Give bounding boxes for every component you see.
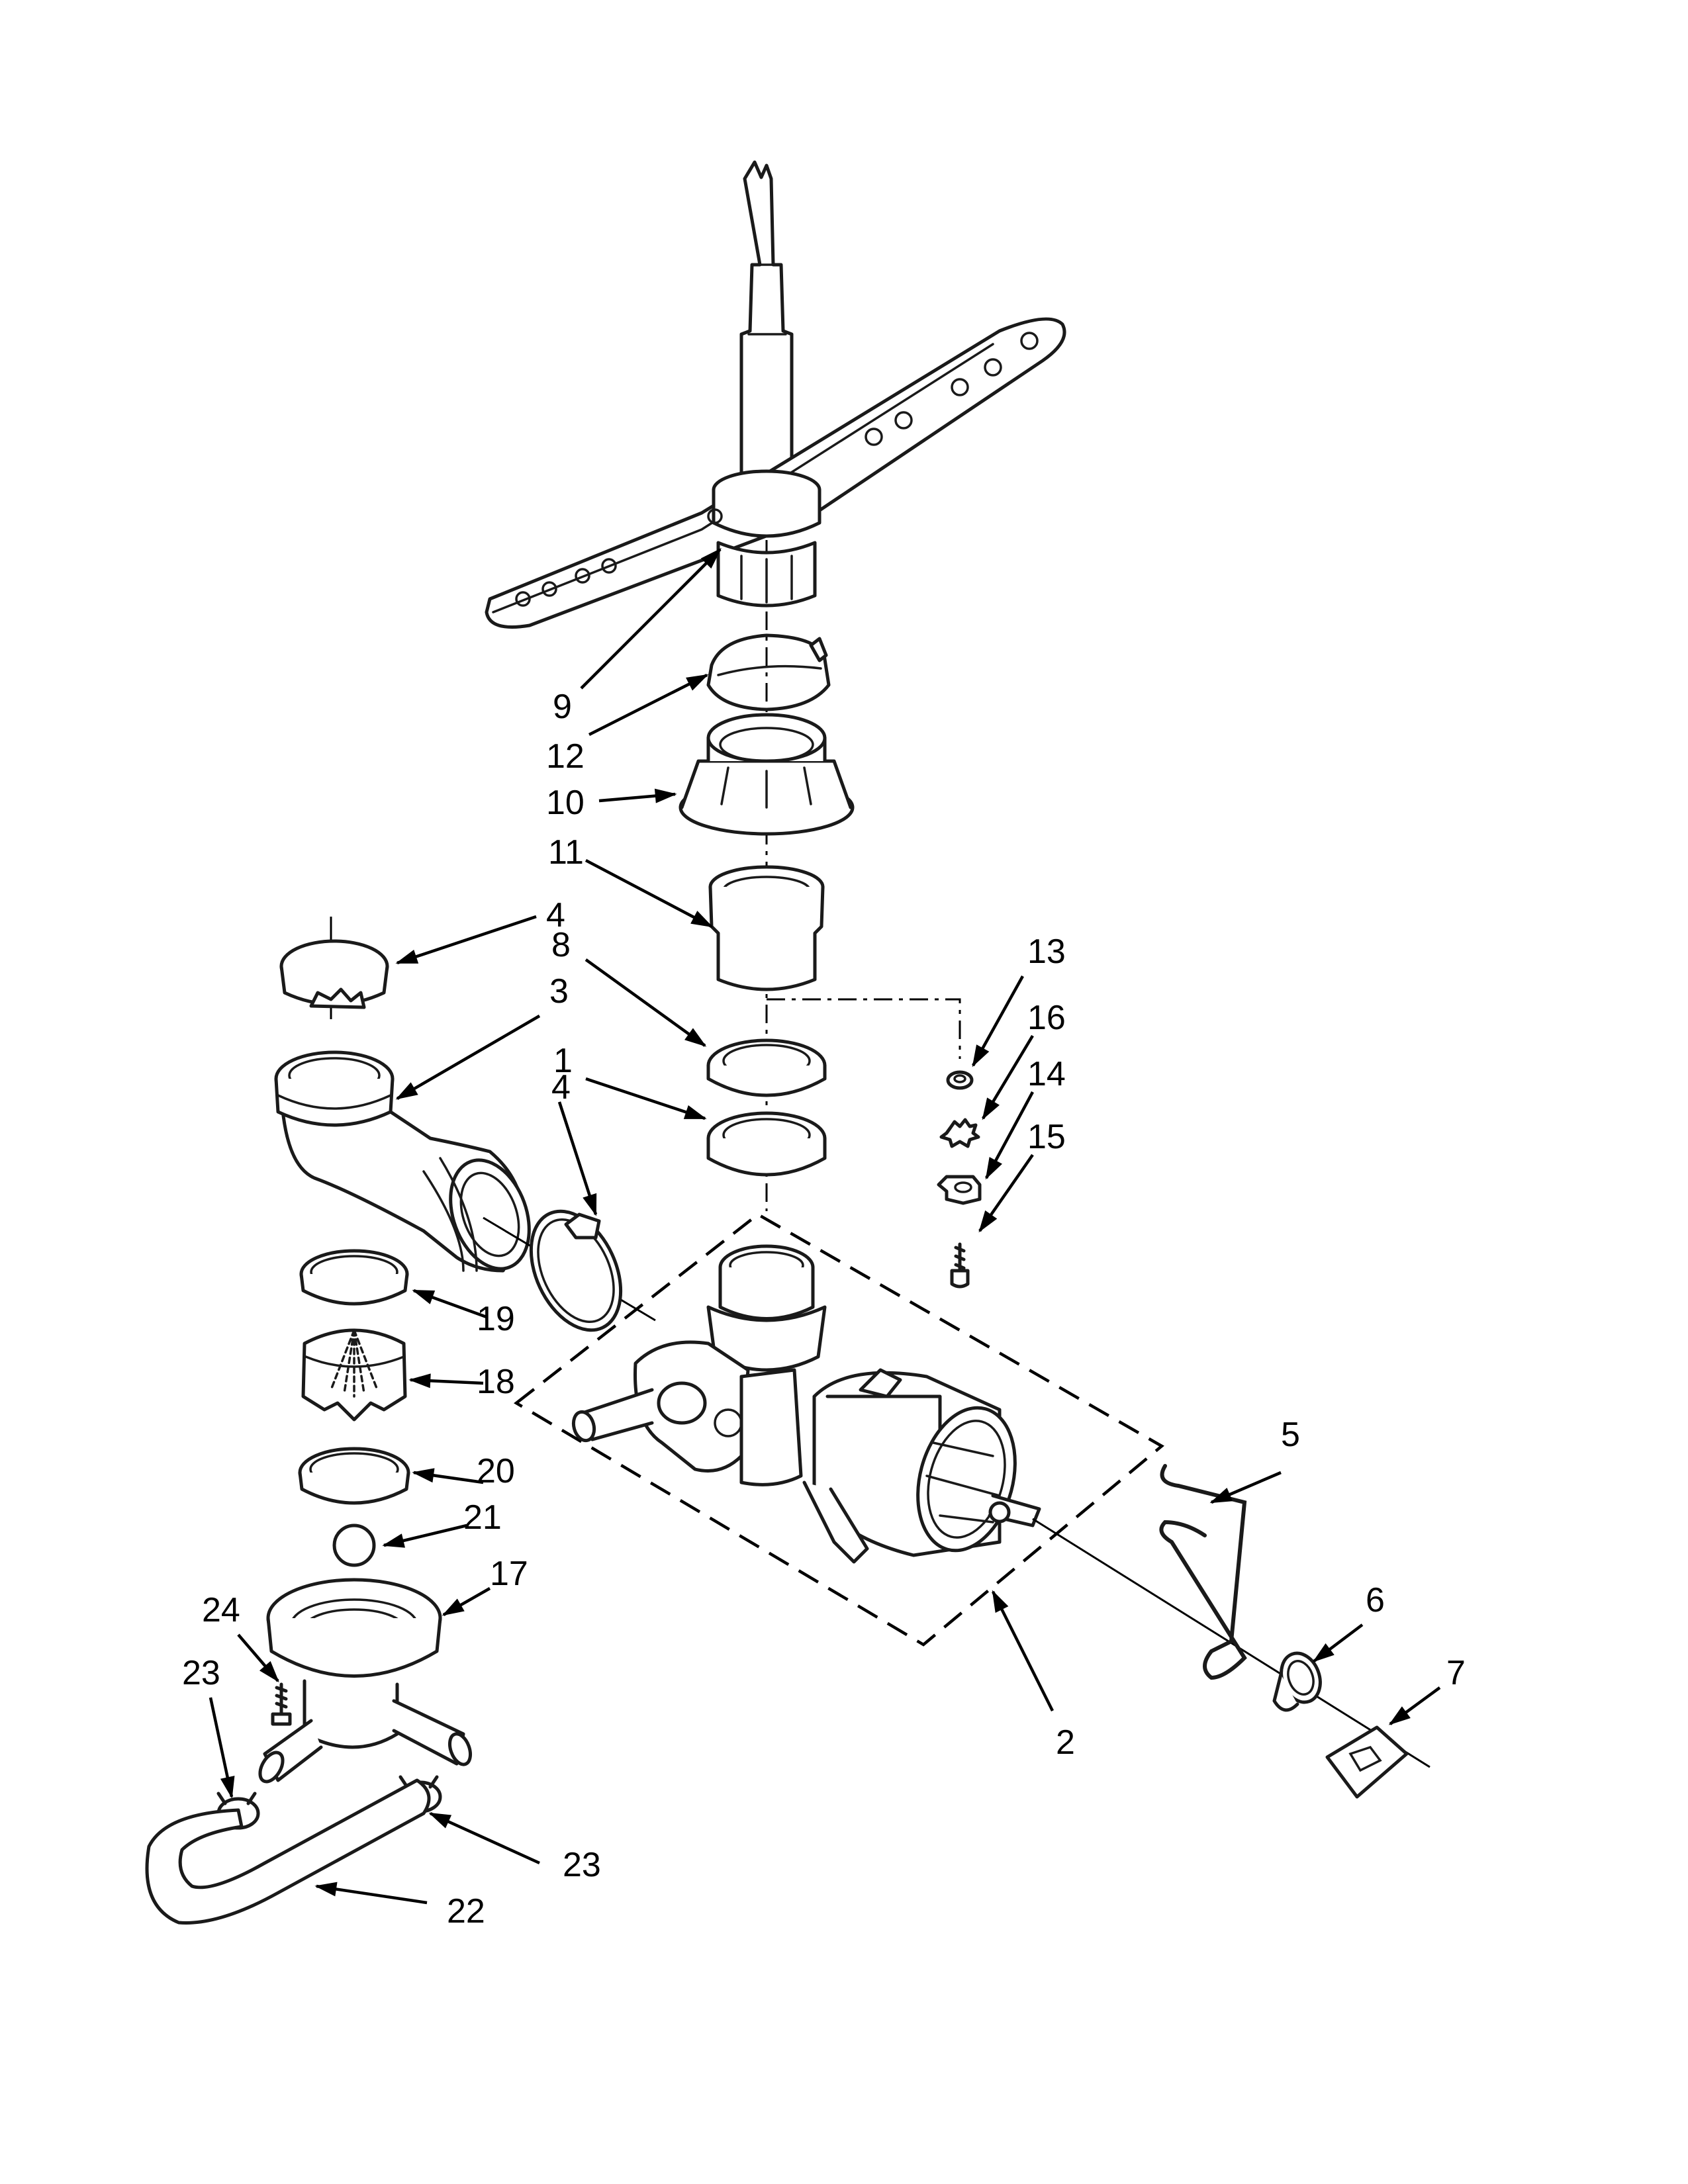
callout-20: 20 [477, 1452, 515, 1490]
callout-4-top: 4 [546, 896, 565, 934]
callout-4-mid: 4 [551, 1068, 571, 1107]
gasket-19 [299, 1249, 409, 1306]
callout-5: 5 [1281, 1416, 1300, 1454]
pump-motor-assembly [571, 1244, 1430, 1768]
retaining-wire [1159, 1464, 1247, 1680]
bearing [708, 865, 825, 991]
callout-15: 15 [1027, 1118, 1066, 1156]
ground-hardware [937, 1070, 982, 1289]
hose-clamp-mid [529, 1209, 623, 1332]
grommet [1272, 1651, 1322, 1712]
callout-11: 11 [548, 833, 584, 872]
snap-ring [706, 633, 831, 711]
callout-23-right: 23 [563, 1846, 601, 1884]
seal-1 [706, 1111, 827, 1177]
callout-1: 1 [553, 1042, 573, 1080]
callout-18: 18 [477, 1363, 515, 1401]
callout-10: 10 [546, 784, 585, 822]
drain-elbow [274, 1050, 656, 1322]
callout-7: 7 [1446, 1654, 1466, 1692]
pump-motor-box [514, 1212, 1164, 1647]
callout-21: 21 [463, 1498, 502, 1537]
callout-13: 13 [1027, 933, 1066, 971]
callout-22: 22 [447, 1892, 485, 1931]
callout-24: 24 [202, 1591, 240, 1629]
callout-23-left: 23 [182, 1654, 220, 1692]
callout-labels: 9 12 10 11 4 8 3 1 4 13 16 14 15 19 18 2… [182, 688, 1466, 1931]
callout-3: 3 [549, 972, 569, 1011]
leader-lines [209, 548, 1441, 1905]
gasket-20 [298, 1447, 410, 1505]
callout-2: 2 [1056, 1723, 1075, 1762]
drain-hose [145, 1778, 431, 1925]
callout-19: 19 [477, 1300, 515, 1338]
strainer [301, 1328, 407, 1422]
callout-6: 6 [1366, 1581, 1385, 1619]
callout-8: 8 [551, 926, 571, 964]
callout-17: 17 [490, 1555, 528, 1593]
callout-16: 16 [1027, 999, 1066, 1037]
callout-12: 12 [546, 737, 585, 776]
mounting-plate [1325, 1725, 1409, 1799]
hose-clamp-top [279, 917, 389, 1019]
callout-14: 14 [1027, 1055, 1066, 1093]
spray-arm-assembly [485, 160, 1066, 629]
seal-8 [706, 1038, 827, 1097]
drain-housing [258, 1578, 473, 1784]
callout-9: 9 [553, 688, 572, 726]
ground-axis [767, 998, 961, 1059]
mount [679, 713, 855, 836]
check-ball [332, 1524, 376, 1567]
